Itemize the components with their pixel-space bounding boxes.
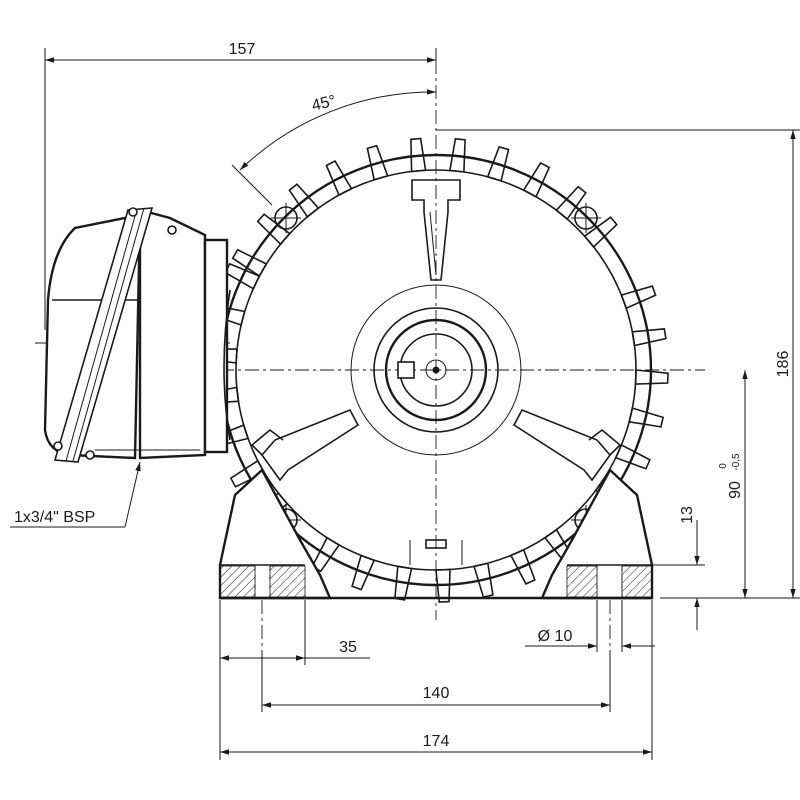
dim-186: 186 bbox=[775, 351, 792, 378]
dim-35: 35 bbox=[339, 639, 357, 656]
cooling-fin bbox=[509, 548, 536, 585]
internal-ribs bbox=[250, 179, 622, 565]
dim-90-tol-upper: 0 bbox=[718, 463, 729, 469]
motor-feet bbox=[218, 468, 654, 600]
dim-140: 140 bbox=[423, 685, 450, 702]
cooling-fin bbox=[229, 459, 266, 488]
cooling-fin bbox=[486, 145, 510, 182]
dim-diameter-10: Ø 10 bbox=[538, 628, 573, 645]
dim-13: 13 bbox=[679, 506, 696, 524]
cooling-fin bbox=[224, 262, 261, 290]
cooling-fin bbox=[231, 248, 268, 278]
dimensions: 157 45° 186 90 0 -0,5 13 35 bbox=[44, 41, 800, 760]
cooling-fin bbox=[351, 554, 376, 591]
cooling-fin bbox=[448, 137, 466, 173]
cooling-fin bbox=[583, 216, 618, 249]
cooling-fin bbox=[614, 443, 651, 470]
dim-157: 157 bbox=[229, 41, 256, 58]
cooling-fin bbox=[522, 161, 551, 198]
cable-entry-label: 1x3/4" BSP bbox=[14, 509, 95, 526]
dim-174: 174 bbox=[423, 733, 450, 750]
cooling-fin bbox=[631, 328, 667, 347]
cooling-fin bbox=[620, 285, 657, 310]
cooling-fin bbox=[634, 369, 669, 385]
cooling-fin bbox=[256, 213, 291, 246]
dim-45-deg: 45° bbox=[310, 92, 338, 114]
dim-90-tol-lower: -0,5 bbox=[731, 453, 742, 471]
cooling-fin bbox=[628, 407, 665, 428]
cooling-fin bbox=[288, 183, 320, 218]
cooling-fin bbox=[435, 568, 451, 603]
cooling-fin bbox=[555, 185, 587, 221]
terminal-box bbox=[43, 207, 231, 463]
cable-entry-callout: 1x3/4" BSP bbox=[10, 461, 141, 528]
dim-90: 90 bbox=[727, 481, 744, 499]
